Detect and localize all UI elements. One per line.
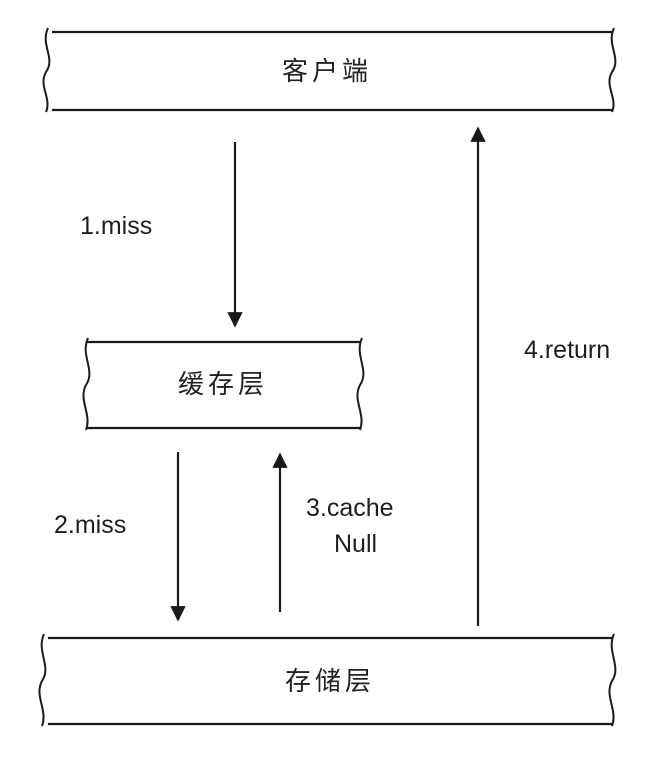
storage-node-label: 存储层 bbox=[285, 667, 375, 697]
client-node-left-curl bbox=[42, 27, 51, 113]
edge-3-label-line1: 3.cache bbox=[306, 494, 394, 522]
edge-1-label: 1.miss bbox=[80, 212, 152, 240]
client-node-label: 客户端 bbox=[282, 57, 372, 87]
cache-node: 缓存层 bbox=[82, 337, 365, 431]
cache-node-right-curl bbox=[356, 337, 365, 431]
cache-node-left-curl bbox=[82, 337, 91, 431]
cache-node-label: 缓存层 bbox=[178, 370, 268, 400]
client-node: 客户端 bbox=[42, 27, 617, 113]
client-node-right-curl bbox=[608, 27, 617, 113]
edge-3-label-line2: Null bbox=[334, 530, 377, 558]
storage-node-right-curl bbox=[608, 633, 617, 727]
storage-node-left-curl bbox=[38, 633, 47, 727]
edge-4-label: 4.return bbox=[524, 336, 610, 364]
storage-node: 存储层 bbox=[38, 633, 617, 727]
edge-2-label: 2.miss bbox=[54, 511, 126, 539]
